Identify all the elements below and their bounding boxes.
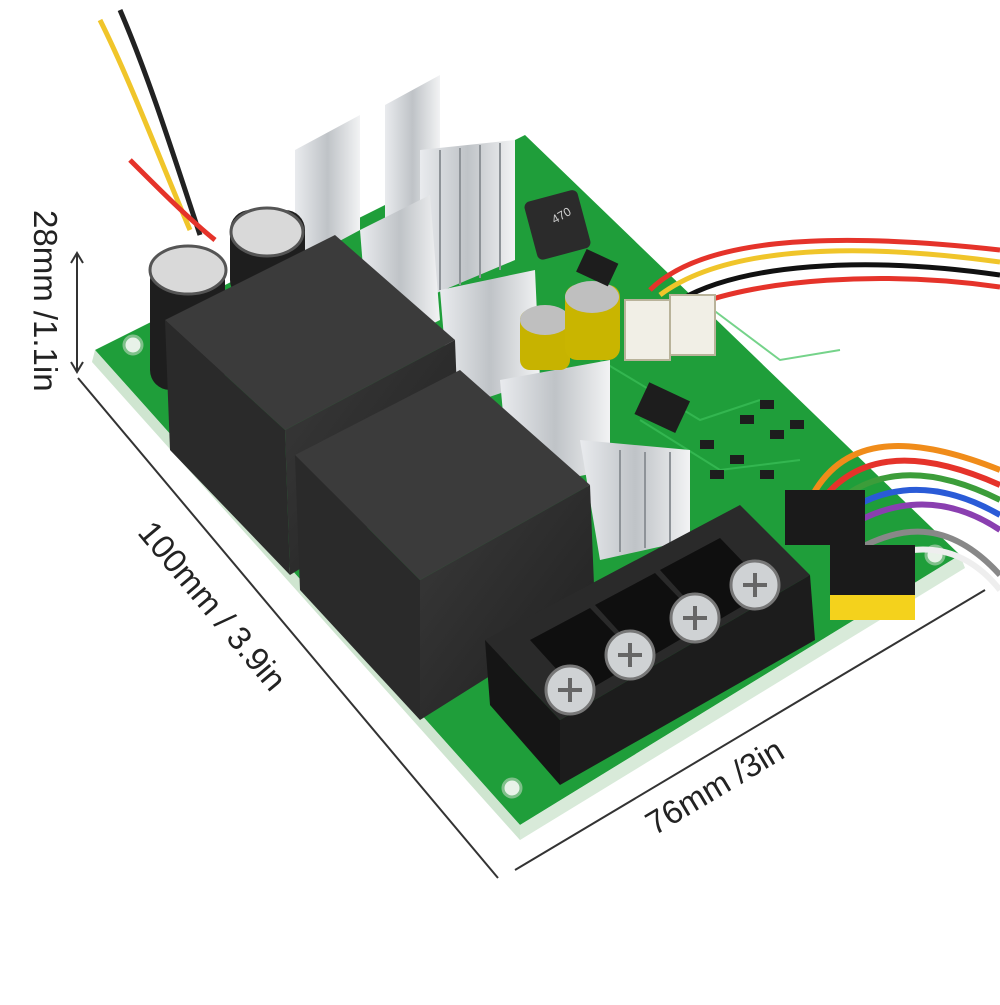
wire-connector-2pin: [624, 237, 1000, 361]
screw-terminal-block: [485, 505, 815, 785]
capacitor-small-2: [565, 281, 620, 360]
relay-block-right: [295, 370, 595, 720]
mounting-hole-bottom: [501, 777, 523, 799]
inductor: 470: [524, 190, 591, 260]
dimension-lines: [70, 251, 986, 879]
wire-header-multi: [785, 443, 1000, 620]
length-dimension-line: [77, 377, 499, 879]
height-dimension-label: 28mm /1.1in: [27, 210, 64, 392]
mounting-hole-left: [122, 334, 144, 356]
wires-top-left: [97, 9, 217, 242]
heatsink-array: [295, 75, 690, 560]
capacitor-large-right: [229, 206, 305, 300]
capacitor-small-1: [520, 305, 570, 370]
width-dimension-line: [514, 589, 986, 871]
smd-components: [576, 248, 804, 479]
